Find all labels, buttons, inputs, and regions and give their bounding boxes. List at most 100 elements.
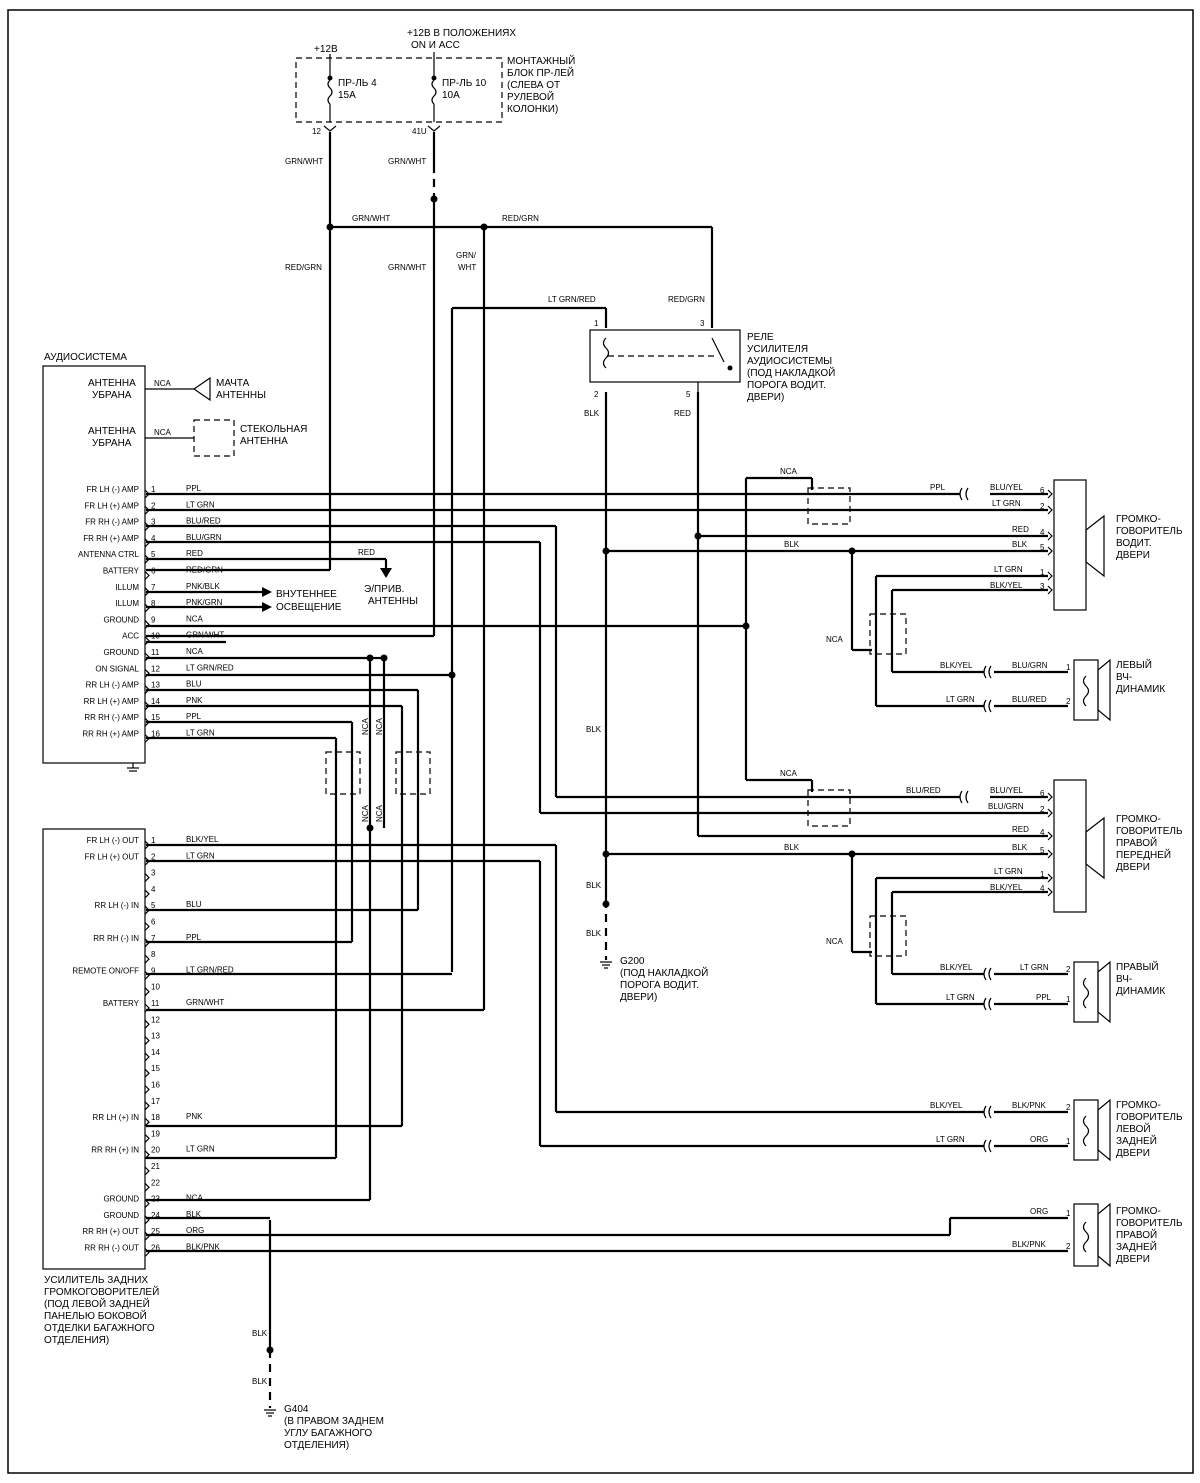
pin-function-label: RR RH (+) OUT [82, 1227, 139, 1236]
svg-text:2: 2 [1066, 965, 1071, 974]
pin-terminal [144, 1117, 150, 1127]
wire-color-label: NCA [186, 647, 204, 656]
relay-caption: РЕЛЕ УСИЛИТЕЛЯ АУДИОСИСТЕМЫ (ПОД НАКЛАДК… [747, 332, 835, 403]
svg-text:ВЧ-: ВЧ- [1116, 672, 1132, 683]
wire-label: LT GRN [994, 867, 1023, 876]
wire-color-label: LT GRN [186, 1145, 215, 1154]
wire-label: BLU/GRN [1012, 661, 1048, 670]
pin-function-label: RR RH (-) IN [93, 934, 139, 943]
wire-label: RED/GRN [285, 263, 322, 272]
speaker-icon [1097, 1098, 1111, 1162]
wire-color-label: BLU [186, 680, 202, 689]
pin-number: 5 [151, 550, 156, 559]
supply-on-acc-label-2: ON И ACC [411, 40, 460, 51]
pin-function-label: RR RH (+) IN [91, 1146, 139, 1155]
wire-color-label: GRN/WHT [186, 998, 224, 1007]
pin-number: 10 [151, 983, 160, 992]
pin-terminal [144, 571, 150, 580]
pin-terminal [144, 1036, 150, 1046]
pin-number: 4 [1040, 828, 1045, 837]
svg-text:1: 1 [1066, 1209, 1071, 1218]
pin-number: 5 [151, 901, 156, 910]
pin-terminal [1047, 505, 1053, 515]
fuse4-rating: 15А [338, 90, 356, 101]
pin-terminal [1047, 849, 1053, 859]
wire-color-label: BLK/PNK [186, 1243, 220, 1252]
pin-terminal [1047, 531, 1053, 541]
wire-color-label: BLU/GRN [186, 533, 222, 542]
wire-label: LT GRN/RED [548, 295, 596, 304]
wire-label: BLK [784, 843, 800, 852]
wire-label: BLK [586, 725, 602, 734]
wire-label: GRN/WHT [388, 157, 426, 166]
svg-text:5: 5 [686, 390, 691, 399]
upper-wiring: GRN/WHT GRN/WHT GRN/WHT RED/GRN RED/GRN … [285, 132, 714, 1010]
svg-text:ГОВОРИТЕЛЬ: ГОВОРИТЕЛЬ [1116, 826, 1183, 837]
svg-text:2: 2 [1066, 1242, 1071, 1251]
wire-label: BLU/GRN [988, 802, 1024, 811]
tweeter-icon [1097, 960, 1111, 1024]
svg-text:ГОВОРИТЕЛЬ: ГОВОРИТЕЛЬ [1116, 526, 1183, 537]
pin-number: 25 [151, 1227, 160, 1236]
pin-function-label: REMOTE ON/OFF [72, 966, 139, 975]
svg-text:АНТЕННА: АНТЕННА [240, 436, 288, 447]
speaker-icon [1085, 514, 1105, 578]
svg-text:ГОВОРИТЕЛЬ: ГОВОРИТЕЛЬ [1116, 1218, 1183, 1229]
pin-function-label: RR LH (-) IN [95, 901, 140, 910]
svg-text:(В ПРАВОМ ЗАДНЕМ: (В ПРАВОМ ЗАДНЕМ [284, 1416, 384, 1427]
pin-function-label: GROUND [103, 1195, 139, 1204]
svg-text:ЛЕВЫЙ: ЛЕВЫЙ [1116, 658, 1152, 671]
svg-text:ДВЕРИ: ДВЕРИ [1116, 1148, 1150, 1159]
pin-number: 5 [1040, 846, 1045, 855]
pin-number: 6 [1040, 486, 1045, 495]
svg-text:NCA: NCA [361, 717, 370, 735]
wire-label: ORG [1030, 1207, 1048, 1216]
pin-function-label: RR LH (+) IN [93, 1113, 140, 1122]
svg-text:ГРОМКО-: ГРОМКО- [1116, 514, 1161, 525]
pin-terminal [144, 1166, 150, 1176]
pin-function-label: BATTERY [103, 999, 140, 1008]
wire-label: GRN/WHT [285, 157, 323, 166]
svg-text:ВЧ-: ВЧ- [1116, 974, 1132, 985]
wire-color-label: LT GRN/RED [186, 663, 234, 672]
svg-text:ДВЕРИ: ДВЕРИ [1116, 1254, 1150, 1265]
pin-terminal [144, 889, 150, 899]
wire-color-label: BLK [186, 1210, 202, 1219]
svg-text:NCA: NCA [375, 717, 384, 735]
pin-terminal [144, 1248, 150, 1257]
pin-number: 1 [151, 836, 156, 845]
pin-function-label: RR RH (+) AMP [82, 730, 139, 739]
svg-text:ДВЕРИ): ДВЕРИ) [620, 992, 657, 1003]
svg-text:ВНУТЕННЕЕ: ВНУТЕННЕЕ [276, 589, 337, 600]
svg-text:ЛЕВОЙ: ЛЕВОЙ [1116, 1122, 1151, 1135]
pin-terminal [144, 1085, 150, 1094]
right-wiring: PPL BLU/YEL LT GRN BLU/RED BLU/YEL BLU/G… [146, 467, 1068, 1253]
wire-color-label: PNK [186, 696, 203, 705]
pin-terminal [144, 636, 150, 646]
audio-system-title: АУДИОСИСТЕМА [44, 352, 127, 363]
pin-number: 26 [151, 1244, 160, 1253]
svg-text:АНТЕННА: АНТЕННА [88, 378, 136, 389]
pin-number: 22 [151, 1178, 160, 1187]
supply-on-acc-label-1: +12В В ПОЛОЖЕНИЯХ [407, 28, 516, 39]
relay-coil [602, 337, 610, 369]
wire-label: WHT [458, 263, 476, 272]
svg-text:КОЛОНКИ): КОЛОНКИ) [507, 104, 558, 115]
wire-color-label: PNK [186, 1112, 203, 1121]
pin-number: 6 [1040, 789, 1045, 798]
coil-icon [1082, 675, 1090, 707]
pin-terminal [1047, 873, 1053, 883]
pin-function-label: FR RH (-) AMP [85, 518, 139, 527]
pin-number: 4 [151, 885, 156, 894]
wire-color-label: PPL [186, 712, 202, 721]
svg-text:(ПОД ЛЕВОЙ ЗАДНЕЙ: (ПОД ЛЕВОЙ ЗАДНЕЙ [44, 1297, 150, 1310]
pin-terminal [144, 873, 150, 883]
wire-label: BLK [586, 881, 602, 890]
wire-label: BLU/YEL [990, 786, 1023, 795]
wire-label: BLK [584, 409, 600, 418]
pin-terminal [144, 1101, 150, 1111]
wire-label: BLU/YEL [990, 483, 1023, 492]
svg-text:АНТЕННЫ: АНТЕННЫ [216, 390, 266, 401]
